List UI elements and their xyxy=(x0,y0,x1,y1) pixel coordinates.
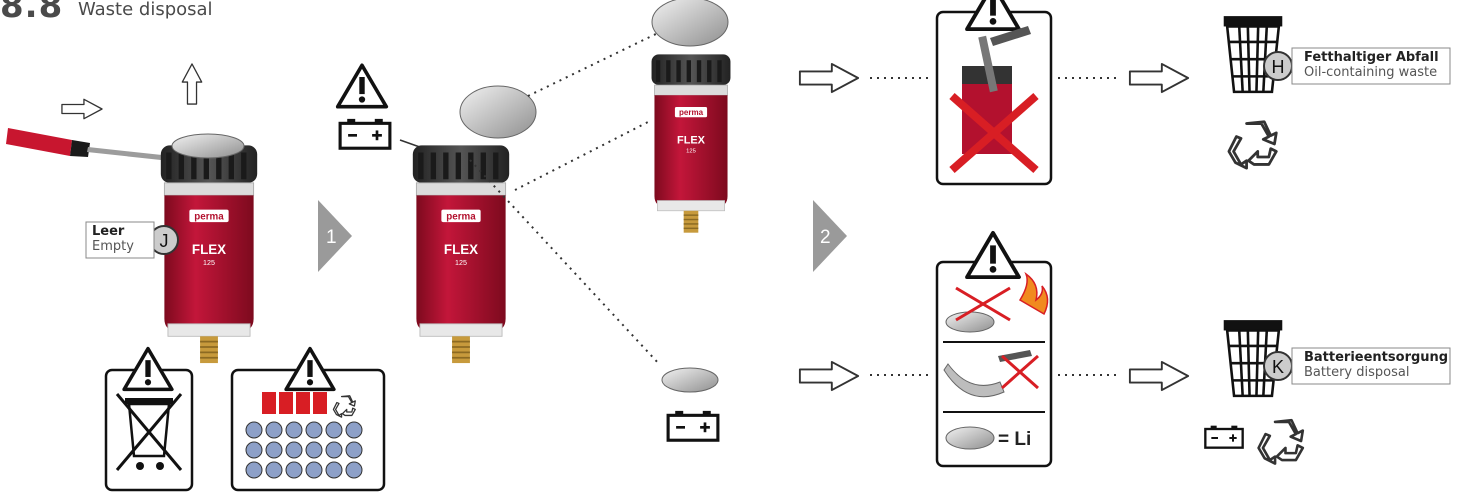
section-title: Waste disposal xyxy=(78,0,213,20)
step-1-marker: 1 xyxy=(318,200,352,272)
label-battery-letter: K xyxy=(1272,357,1284,377)
right-arrow-icon xyxy=(798,62,860,94)
battery-icon xyxy=(338,118,392,150)
callout-frame xyxy=(1291,347,1451,385)
empty-lubricator xyxy=(159,144,259,364)
coin-battery xyxy=(661,367,719,393)
battery-icon xyxy=(1204,424,1244,449)
step-1-number: 1 xyxy=(326,227,337,248)
right-arrow-icon xyxy=(1128,62,1190,94)
callout-frame xyxy=(1291,47,1451,85)
callout-empty-line1: Leer xyxy=(92,224,125,239)
callout-battery-line2: Battery disposal xyxy=(1304,365,1410,380)
warning-icon xyxy=(335,63,389,109)
battery-icon xyxy=(666,410,720,442)
up-arrow-icon xyxy=(181,63,203,105)
label-oil-letter: H xyxy=(1272,57,1285,77)
callout-battery-disposal: Batterieentsorgung Battery disposal xyxy=(1304,350,1448,380)
battery-cover-disc xyxy=(171,133,245,159)
top-cover-disc xyxy=(651,0,729,47)
callout-empty: Leer Empty xyxy=(92,224,134,254)
battery-safety-panel: = Li xyxy=(935,230,1053,468)
no-household-waste-panel xyxy=(104,346,194,492)
callout-battery-line1: Batterieentsorgung xyxy=(1304,350,1449,365)
letter-badge-k: K xyxy=(1263,351,1293,381)
recycle-icon xyxy=(1227,120,1278,170)
letter-badge-h: H xyxy=(1263,51,1293,81)
lubricator-body xyxy=(650,53,732,234)
open-lubricator xyxy=(411,144,511,365)
callout-oil-line2: Oil-containing waste xyxy=(1304,65,1438,80)
callout-empty-line2: Empty xyxy=(92,239,134,254)
right-arrow-icon xyxy=(1128,360,1190,392)
dotted-connectors xyxy=(469,31,1120,376)
callout-oil-line1: Fetthaltiger Abfall xyxy=(1304,50,1439,65)
right-arrow-icon xyxy=(798,360,860,392)
callout-oil-waste: Fetthaltiger Abfall Oil-containing waste xyxy=(1304,50,1439,80)
section-number: 8.8 xyxy=(0,0,64,26)
regulations-panel xyxy=(230,346,386,492)
cover-disc xyxy=(459,85,537,139)
step-2-number: 2 xyxy=(820,227,831,248)
step-2-marker: 2 xyxy=(813,200,847,272)
recycle-icon xyxy=(1257,418,1305,465)
no-hammer-panel xyxy=(935,0,1053,186)
right-arrow-icon xyxy=(61,98,103,120)
lithium-label: = Li xyxy=(998,429,1031,450)
callout-frame xyxy=(85,221,155,259)
label-empty-letter: J xyxy=(160,231,169,251)
